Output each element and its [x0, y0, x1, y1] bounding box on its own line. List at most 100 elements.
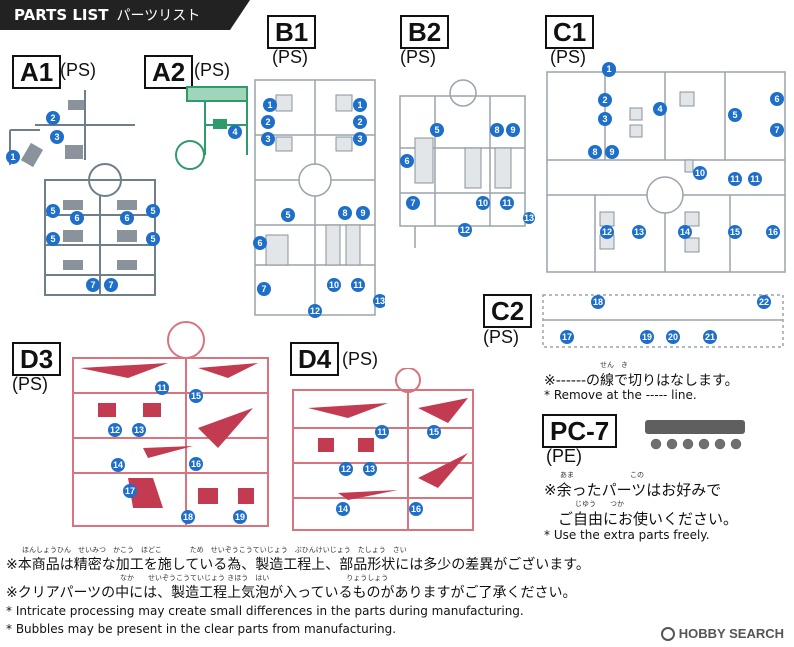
runner-material-pc7: (PE) [546, 446, 582, 466]
svg-text:7: 7 [410, 198, 415, 208]
svg-text:16: 16 [768, 227, 778, 237]
runner-a1-sprue: 2 3 1 5 6 6 5 5 5 7 7 [6, 90, 160, 296]
watermark: HOBBY SEARCH [660, 626, 784, 641]
svg-text:2: 2 [265, 117, 270, 127]
svg-text:1: 1 [606, 64, 611, 74]
svg-text:15: 15 [429, 427, 439, 437]
svg-text:16: 16 [191, 459, 201, 469]
svg-text:7: 7 [90, 280, 95, 290]
svg-text:19: 19 [235, 512, 245, 522]
svg-text:2: 2 [357, 117, 362, 127]
runner-material-d3: (PS) [12, 374, 48, 394]
svg-text:15: 15 [730, 227, 740, 237]
bottom-note-en-1: * Intricate processing may create small … [6, 604, 524, 618]
svg-text:13: 13 [634, 227, 644, 237]
svg-text:11: 11 [353, 280, 363, 290]
svg-text:11: 11 [750, 174, 760, 184]
svg-text:15: 15 [191, 391, 201, 401]
runner-material-b1: (PS) [272, 47, 308, 67]
watermark-text: HOBBY SEARCH [678, 626, 784, 641]
bottom-note-jp-1: ※本商品は精密な加工を施している為、製造工程上、部品形状には多少の差異がございま… [6, 557, 590, 573]
svg-text:8: 8 [494, 125, 499, 135]
svg-text:18: 18 [593, 297, 603, 307]
svg-text:14: 14 [113, 460, 123, 470]
svg-text:9: 9 [510, 125, 515, 135]
runner-c1-badges: 1 2 3 4 5 6 7 8 9 10 11 11 12 13 14 15 1… [588, 62, 784, 239]
header-title-jp: パーツリスト [116, 8, 201, 24]
svg-text:5: 5 [150, 206, 155, 216]
svg-text:7: 7 [108, 280, 113, 290]
extra-note-en: * Use the extra parts freely. [544, 528, 710, 542]
svg-text:12: 12 [602, 227, 612, 237]
svg-text:18: 18 [183, 512, 193, 522]
svg-text:3: 3 [265, 134, 270, 144]
svg-text:11: 11 [730, 174, 740, 184]
bottom-note-jp-2: ※クリアパーツの中には、製造工程上気泡が入っているものがありますがご了承ください… [6, 585, 577, 601]
svg-text:3: 3 [54, 132, 59, 142]
extra-note-ruby-2: じゆう つか [575, 500, 624, 508]
svg-text:5: 5 [434, 125, 439, 135]
svg-text:13: 13 [365, 464, 375, 474]
svg-text:12: 12 [110, 425, 120, 435]
svg-text:21: 21 [705, 332, 715, 342]
bottom-note-ruby-1: ほんしょうひん せいみつ かこう ほどこ ため せいぞうこうていじょう ぶひんけ… [22, 546, 407, 554]
svg-text:10: 10 [329, 280, 339, 290]
runner-b2-sprue: 5 8 9 6 7 10 11 12 13 [399, 79, 535, 248]
svg-text:2: 2 [50, 113, 55, 123]
svg-text:9: 9 [609, 147, 614, 157]
extra-note-jp-2: ご自由にお使いください。 [558, 510, 739, 528]
bottom-note-en-2: * Bubbles may be present in the clear pa… [6, 622, 397, 636]
runner-material-a1: (PS) [60, 60, 96, 80]
cut-note-ruby: せん き [600, 361, 628, 369]
svg-text:22: 22 [759, 297, 769, 307]
svg-text:4: 4 [232, 127, 237, 137]
svg-text:20: 20 [668, 332, 678, 342]
cut-note-jp: ※------の線で切りはなします。 [544, 373, 739, 389]
header-title: PARTS LIST [14, 6, 109, 24]
svg-text:11: 11 [377, 427, 387, 437]
svg-text:13: 13 [524, 213, 534, 223]
svg-text:9: 9 [360, 208, 365, 218]
svg-text:8: 8 [592, 147, 597, 157]
svg-text:17: 17 [125, 486, 135, 496]
runner-c2-sprue: 18 17 19 20 21 22 [542, 294, 784, 348]
runner-b1-sprue: 1 1 2 2 3 3 5 8 9 6 7 10 11 12 13 [253, 79, 385, 318]
svg-text:6: 6 [124, 213, 129, 223]
svg-text:11: 11 [502, 198, 512, 208]
runner-label-b1: B1 [267, 15, 317, 49]
runner-pc7-sprue [645, 420, 745, 451]
svg-text:17: 17 [562, 332, 572, 342]
svg-text:10: 10 [478, 198, 488, 208]
svg-text:12: 12 [310, 306, 320, 316]
runner-material-c1: (PS) [550, 47, 586, 67]
svg-text:6: 6 [74, 213, 79, 223]
svg-text:1: 1 [10, 152, 15, 162]
runner-label-d3: D3 [12, 342, 62, 376]
runner-material-c2: (PS) [483, 327, 519, 347]
svg-text:12: 12 [460, 225, 470, 235]
runner-material-b2: (PS) [400, 47, 436, 67]
svg-text:3: 3 [602, 114, 607, 124]
svg-text:5: 5 [732, 110, 737, 120]
bottom-note-ruby-2: なか せいぞうこうていじょう きほう はい りょうしょう [120, 574, 389, 582]
svg-text:10: 10 [695, 168, 705, 178]
extra-note-ruby-1: あま この [560, 471, 644, 479]
svg-text:5: 5 [285, 210, 290, 220]
runner-label-a2: A2 [144, 55, 194, 89]
runner-material-d4: (PS) [342, 349, 378, 369]
cut-note-en: * Remove at the ----- line. [544, 388, 697, 402]
runner-d3-sprue: 11 15 12 13 14 16 17 18 19 [72, 321, 269, 527]
svg-text:4: 4 [657, 104, 662, 114]
parts-list-header: PARTS LIST パーツリスト [0, 0, 250, 30]
svg-text:12: 12 [341, 464, 351, 474]
runner-a2-sprue: 4 [175, 86, 248, 170]
svg-text:13: 13 [134, 425, 144, 435]
svg-text:5: 5 [50, 206, 55, 216]
svg-text:19: 19 [642, 332, 652, 342]
runner-label-b2: B2 [400, 15, 450, 49]
svg-text:11: 11 [157, 383, 167, 393]
svg-text:2: 2 [602, 95, 607, 105]
svg-text:6: 6 [404, 156, 409, 166]
runner-label-pc7: PC-7 [542, 414, 618, 448]
svg-text:3: 3 [357, 134, 362, 144]
